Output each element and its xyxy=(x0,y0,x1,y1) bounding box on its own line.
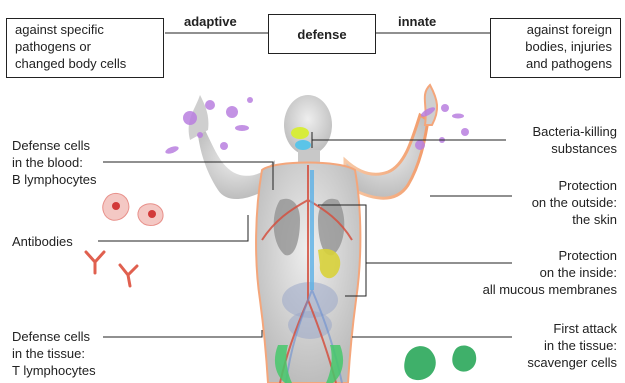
label-line: on the inside: xyxy=(483,264,617,281)
adaptive-desc-line: pathogens or xyxy=(15,38,163,55)
label-line: in the blood: xyxy=(12,154,97,171)
label-line: on the outside: xyxy=(532,194,617,211)
label-line: the skin xyxy=(532,211,617,228)
label-line: Bacteria-killing xyxy=(532,123,617,140)
antibodies-illustration xyxy=(86,252,137,286)
label-defense-cells-tissue: Defense cells in the tissue: T lymphocyt… xyxy=(12,328,96,379)
label-line: in the tissue: xyxy=(527,337,617,354)
label-line: Defense cells xyxy=(12,137,97,154)
label-line: T lymphocytes xyxy=(12,362,96,379)
defense-box: defense xyxy=(268,14,376,54)
innate-desc-line: and pathogens xyxy=(491,55,612,72)
defense-label: defense xyxy=(297,26,346,43)
label-line: in the tissue: xyxy=(12,345,96,362)
human-body-figure xyxy=(189,85,437,383)
adaptive-label: adaptive xyxy=(184,13,237,30)
adaptive-desc-line: against specific xyxy=(15,21,163,38)
label-bacteria-killing: Bacteria-killing substances xyxy=(532,123,617,157)
label-line: scavenger cells xyxy=(527,354,617,371)
label-line: Protection xyxy=(483,247,617,264)
adaptive-desc-line: changed body cells xyxy=(15,55,163,72)
label-protection-outside: Protection on the outside: the skin xyxy=(532,177,617,228)
label-line: all mucous membranes xyxy=(483,281,617,298)
label-line: Protection xyxy=(532,177,617,194)
label-line: First attack xyxy=(527,320,617,337)
label-defense-cells-blood: Defense cells in the blood: B lymphocyte… xyxy=(12,137,97,188)
label-antibodies: Antibodies xyxy=(12,233,73,250)
label-line: B lymphocytes xyxy=(12,171,97,188)
innate-label: innate xyxy=(398,13,436,30)
label-first-attack: First attack in the tissue: scavenger ce… xyxy=(527,320,617,371)
scavenger-cells-illustration xyxy=(404,345,476,380)
label-protection-inside: Protection on the inside: all mucous mem… xyxy=(483,247,617,298)
b-lymphocytes-illustration xyxy=(103,193,163,225)
adaptive-description-box: against specific pathogens or changed bo… xyxy=(6,18,164,78)
label-line: Defense cells xyxy=(12,328,96,345)
innate-description-box: against foreign bodies, injuries and pat… xyxy=(490,18,621,78)
innate-desc-line: against foreign xyxy=(491,21,612,38)
innate-desc-line: bodies, injuries xyxy=(491,38,612,55)
label-line: substances xyxy=(532,140,617,157)
